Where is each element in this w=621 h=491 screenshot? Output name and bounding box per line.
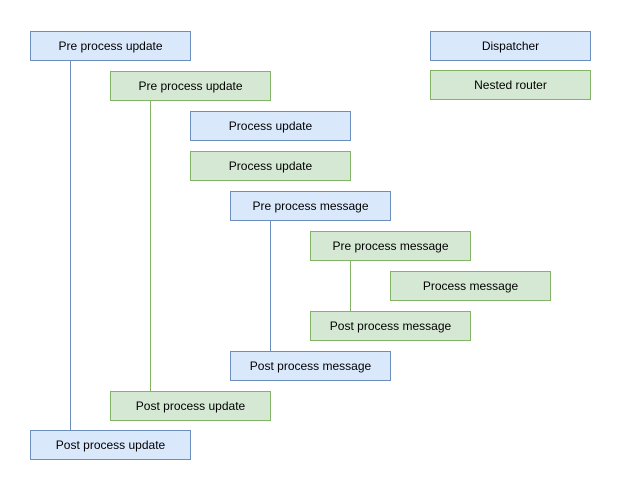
node-post-process-update: Post process update <box>30 430 191 460</box>
node-pre-process-update: Pre process update <box>30 31 191 61</box>
node-post-process-update: Post process update <box>110 391 271 421</box>
node-pre-process-update: Pre process update <box>110 71 271 101</box>
nested-router-lifeline <box>150 101 151 391</box>
legend-dispatcher: Dispatcher <box>430 31 591 61</box>
node-pre-process-message: Pre process message <box>310 231 471 261</box>
nested-router-lifeline <box>350 261 351 311</box>
node-post-process-message: Post process message <box>230 351 391 381</box>
node-process-update: Process update <box>190 111 351 141</box>
node-process-message: Process message <box>390 271 551 301</box>
node-pre-process-message: Pre process message <box>230 191 391 221</box>
dispatcher-lifeline <box>70 61 71 430</box>
node-process-update: Process update <box>190 151 351 181</box>
node-post-process-message: Post process message <box>310 311 471 341</box>
dispatcher-lifeline <box>270 221 271 351</box>
legend-nested-router: Nested router <box>430 70 591 100</box>
